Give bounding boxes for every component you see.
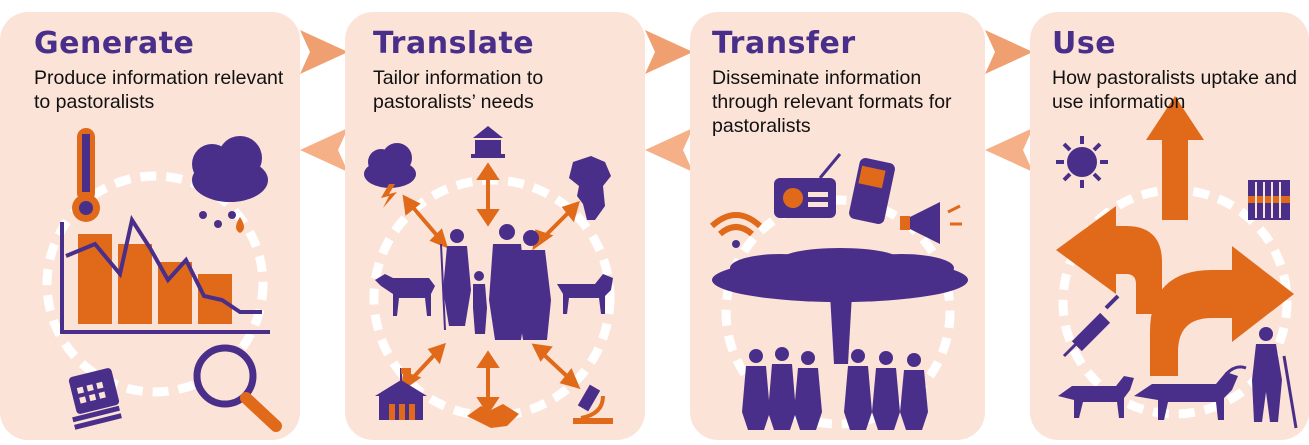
generate-panel: Generate Produce information relevant to…	[0, 12, 300, 440]
cattle-icon	[1058, 365, 1247, 420]
forward-arrow-3	[985, 30, 1033, 74]
transfer-illustration	[709, 153, 968, 430]
thermometer-icon	[72, 128, 100, 222]
forward-arrow-1	[300, 30, 348, 74]
herder-icon	[1252, 327, 1298, 429]
step-description: Disseminate information through relevant…	[712, 67, 952, 137]
handshake-icon	[467, 404, 519, 428]
back-arrow-1	[300, 128, 348, 172]
megaphone-icon	[900, 202, 962, 244]
translate-panel: Translate Tailor information to pastoral…	[345, 12, 645, 440]
bar-line-chart-icon	[60, 214, 270, 334]
translate-illustration	[364, 126, 615, 428]
forward-arrow-2	[645, 30, 693, 74]
back-arrow-2	[645, 128, 693, 172]
government-building-icon	[471, 126, 505, 158]
step-description: Produce information relevant to pastoral…	[34, 67, 284, 113]
mobile-phone-icon	[849, 158, 895, 224]
sun-icon	[1056, 136, 1108, 188]
direction-arrows-icon	[1056, 96, 1294, 376]
magnifier-icon	[193, 344, 282, 432]
microscope-icon	[573, 384, 613, 424]
step-title: Translate	[373, 26, 535, 61]
people-group-icon	[440, 224, 551, 340]
fodder-bundle-icon	[1248, 180, 1290, 220]
rain-cloud-icon	[192, 136, 268, 233]
use-illustration	[1056, 96, 1298, 429]
pastoralists-group-icon	[742, 347, 928, 430]
school-building-icon	[375, 368, 427, 420]
step-description: How pastoralists uptake and use informat…	[1052, 67, 1297, 113]
sheep-icon	[557, 274, 613, 314]
step-description: Tailor information to pastoralists’ need…	[373, 67, 544, 113]
step-title: Use	[1052, 26, 1117, 61]
goat-icon	[375, 274, 435, 316]
syringe-icon	[1062, 294, 1120, 358]
calendar-icon	[68, 368, 122, 430]
step-title: Transfer	[712, 26, 856, 61]
step-title: Generate	[34, 26, 195, 61]
africa-map-icon	[569, 156, 611, 220]
transfer-panel: Transfer Disseminate information through…	[690, 12, 985, 440]
wifi-icon	[709, 212, 763, 248]
radio-icon	[774, 153, 842, 218]
use-panel: Use How pastoralists uptake and use info…	[1030, 12, 1309, 440]
acacia-tree-icon	[712, 248, 968, 364]
generate-illustration	[42, 128, 282, 432]
back-arrow-3	[985, 128, 1033, 172]
storm-cloud-icon	[364, 143, 416, 208]
